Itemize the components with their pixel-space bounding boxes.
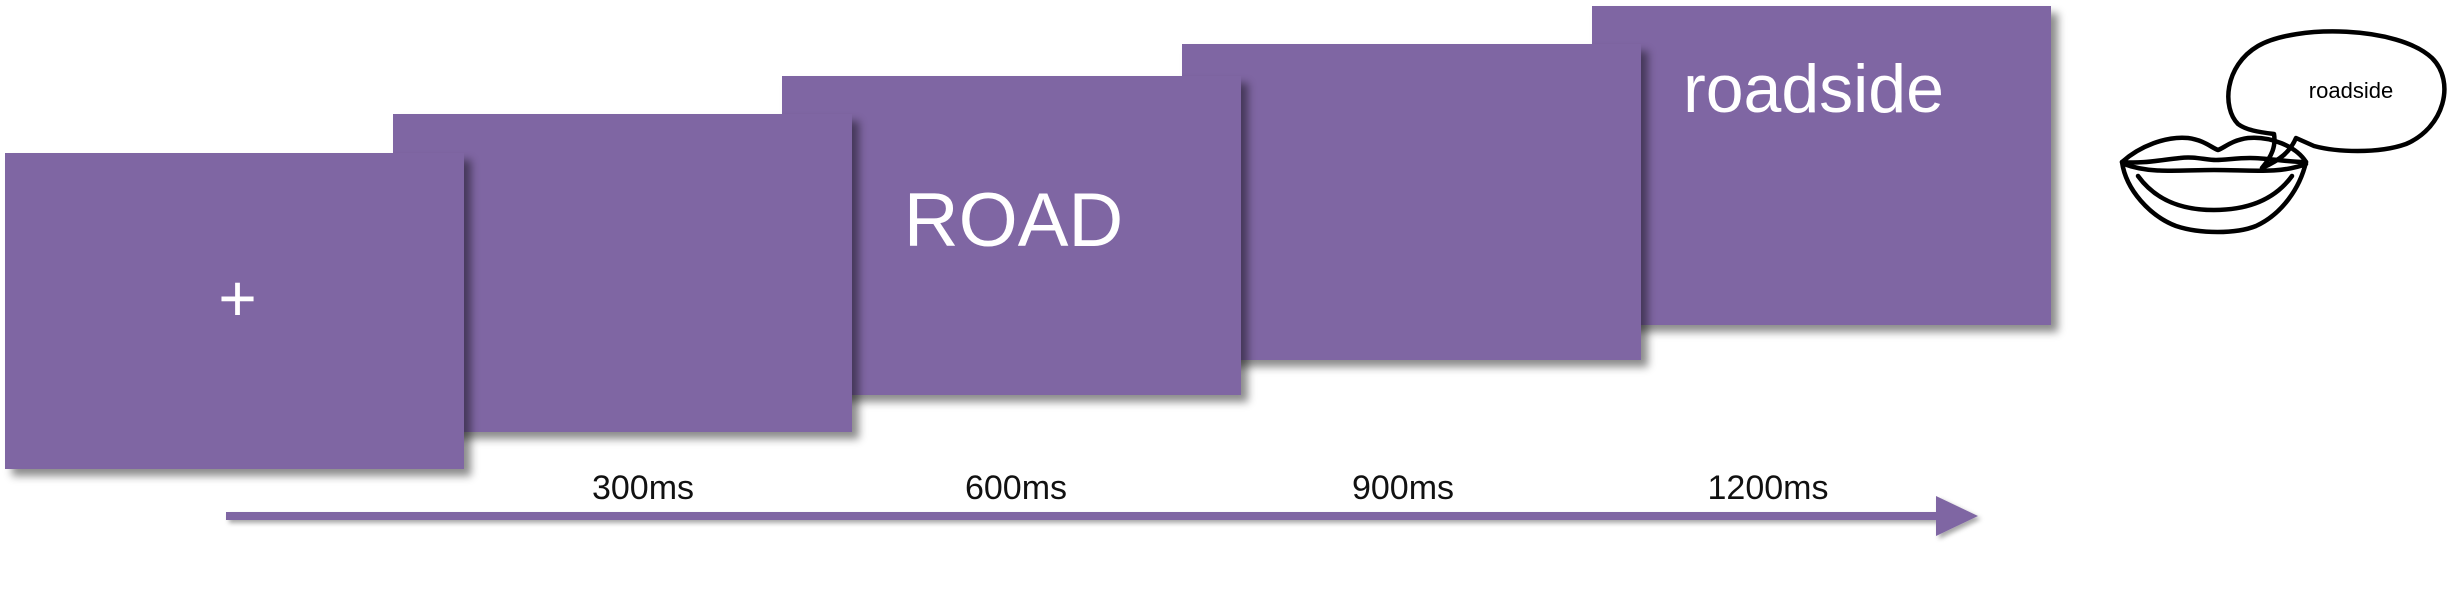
screen-5-stimulus: roadside <box>1683 50 1944 127</box>
speech-bubble-text: roadside <box>2308 78 2394 103</box>
screen-3-stimulus: ROAD <box>903 177 1124 263</box>
timeline-arrow-head <box>1936 496 1978 536</box>
timeline-label-300: 300ms <box>591 469 695 507</box>
lower-lip <box>2119 159 2309 235</box>
screen-3: ROAD <box>782 76 1241 395</box>
screen-5: roadside <box>1592 6 2051 325</box>
fixation-cross: + <box>218 261 257 335</box>
screen-2-blank <box>393 114 852 432</box>
screen-1-fixation: + <box>5 153 464 469</box>
lips-icon <box>2119 29 2447 235</box>
mouth-line <box>2121 161 2309 174</box>
screen-4-blank <box>1182 44 1641 360</box>
timeline-label-1200: 1200ms <box>1707 469 1829 507</box>
timeline-arrow <box>226 496 1978 536</box>
speech-bubble <box>2226 29 2447 171</box>
timeline-arrow-shaft <box>226 512 1942 520</box>
timeline-label-900: 900ms <box>1351 469 1455 507</box>
timeline-label-600: 600ms <box>964 469 1068 507</box>
lower-lip-inner <box>2135 173 2295 213</box>
upper-lip <box>2119 135 2309 165</box>
